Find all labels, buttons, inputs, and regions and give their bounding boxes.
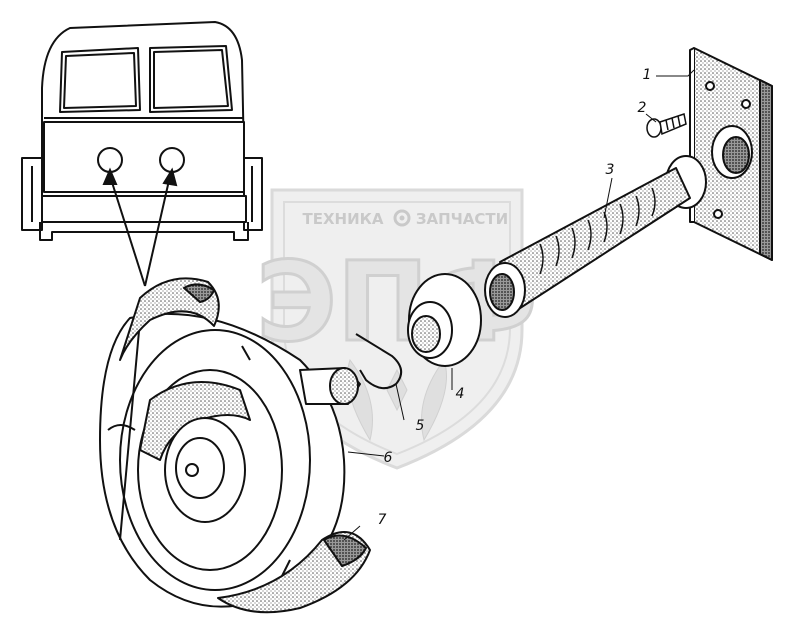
- threaded-shaft: [484, 155, 707, 318]
- callout-3: 3: [606, 162, 615, 178]
- callout-5: 5: [416, 418, 425, 434]
- screw: [646, 113, 687, 138]
- gear-icon: [393, 209, 411, 227]
- spacer-ring: [119, 277, 371, 614]
- callout-6: 6: [384, 450, 393, 466]
- mounting-plate: [689, 47, 773, 261]
- callout-1: 1: [643, 67, 652, 83]
- location-arrows: [102, 167, 178, 287]
- washer: [407, 273, 482, 367]
- callout-2: 2: [638, 100, 647, 116]
- watermark-text-right: ЗАПЧАСТИ: [416, 210, 508, 228]
- callout-7: 7: [378, 512, 387, 528]
- leader-lines: [343, 69, 695, 541]
- truck-cab-illustration: [21, 21, 263, 241]
- callout-4: 4: [456, 386, 465, 402]
- handwheel: [99, 312, 361, 608]
- watermark-text-left: ТЕХНИКА: [302, 210, 383, 228]
